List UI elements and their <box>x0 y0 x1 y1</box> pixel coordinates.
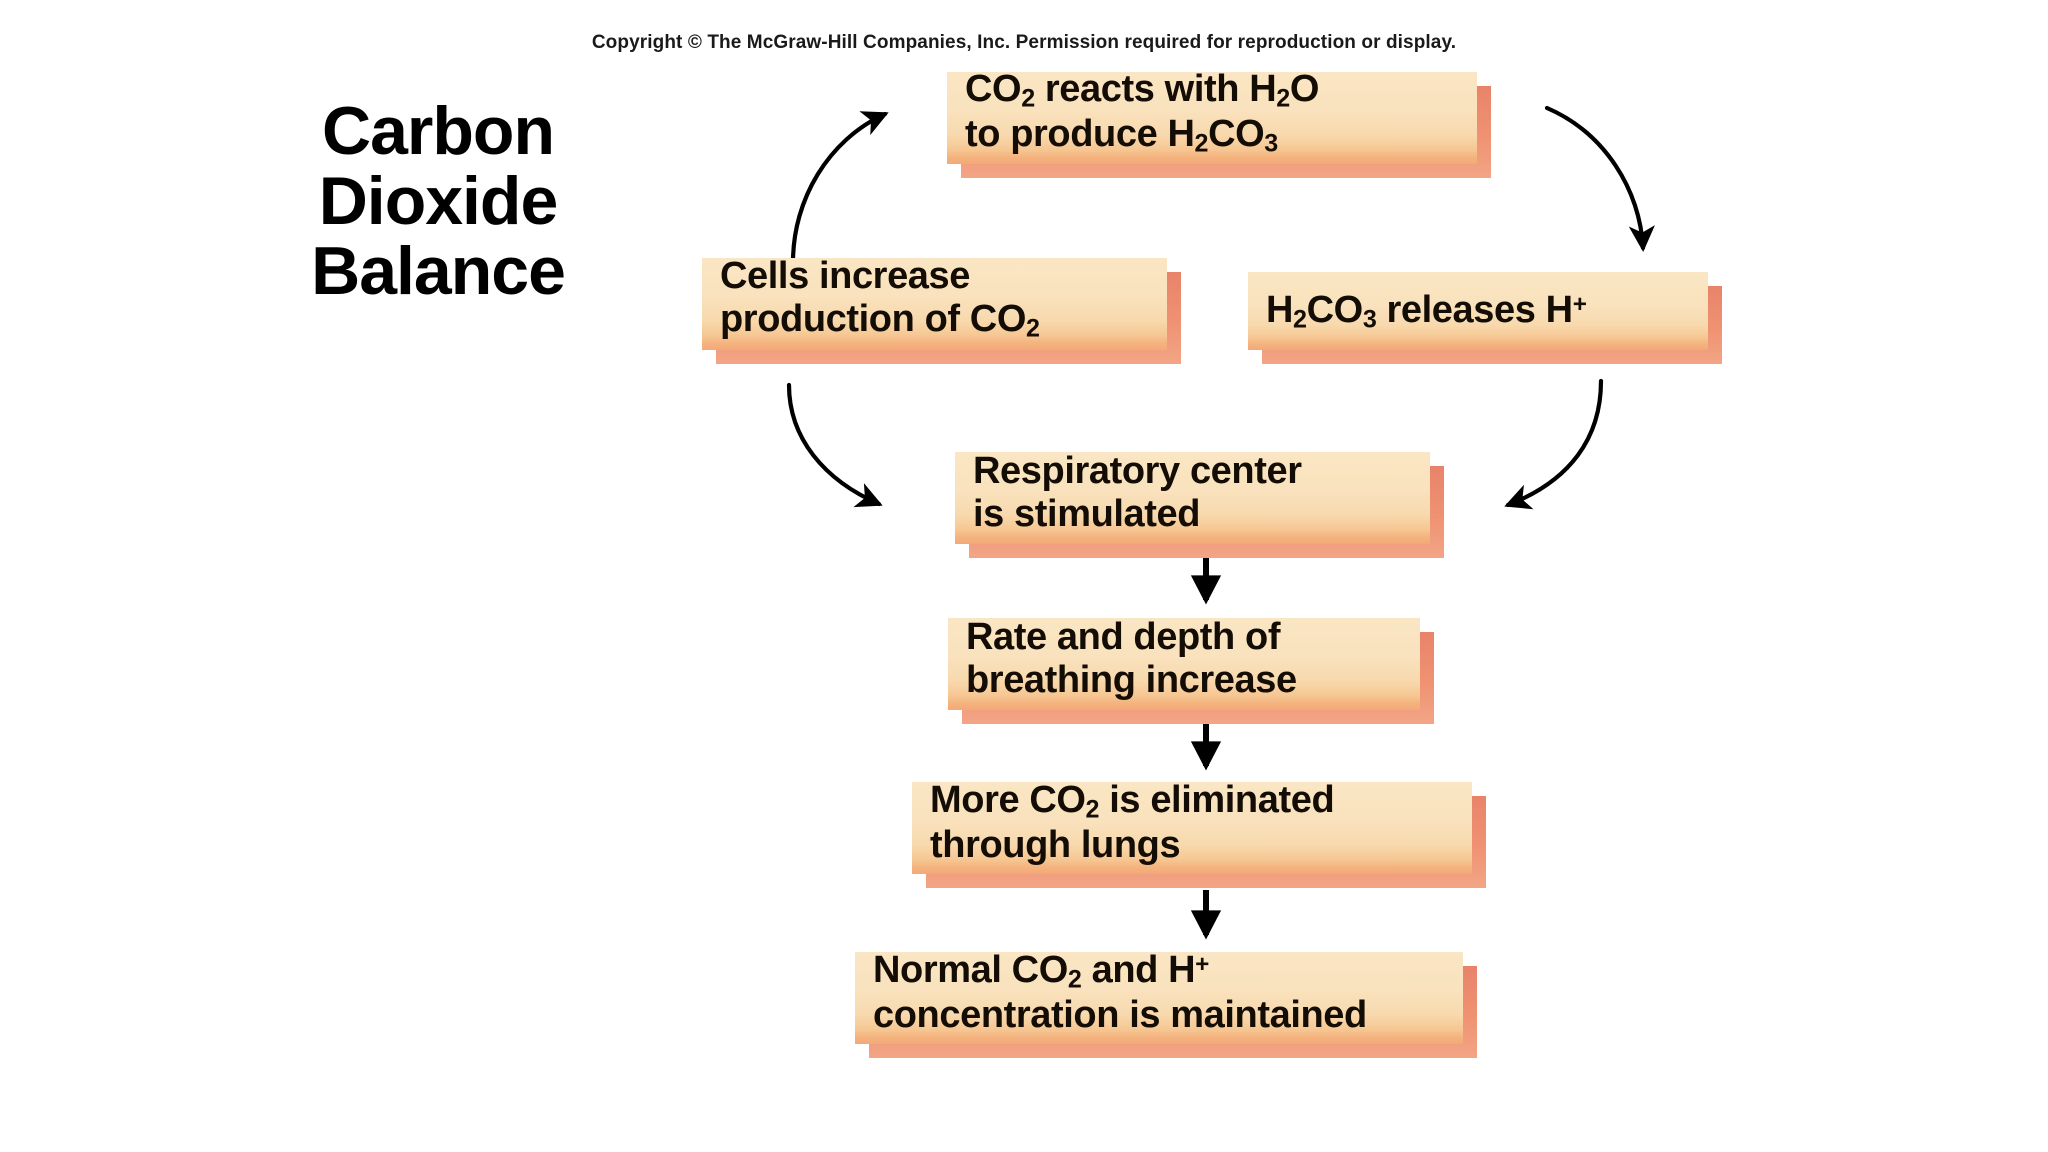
flow-box-label: Normal CO2 and H+ concentration is maint… <box>855 949 1463 1046</box>
box-face: Rate and depth of breathing increase <box>948 616 1420 711</box>
arrow-cells-to-respiratory <box>786 382 883 508</box>
copyright-notice: Copyright © The McGraw-Hill Companies, I… <box>591 32 1457 53</box>
flow-box-line-1: Respiratory center <box>973 450 1302 493</box>
flow-box-h2co3-releases: H2CO3 releases H+ <box>1248 272 1722 364</box>
flow-box-line-1: H2CO3 releases H+ <box>1266 288 1587 334</box>
flow-box-label: H2CO3 releases H+ <box>1248 289 1708 334</box>
page-title: Carbon Dioxide Balance <box>238 96 638 306</box>
page-title-line-1: Carbon <box>322 93 555 169</box>
flow-box-label: Rate and depth of breathing increase <box>948 616 1420 711</box>
flow-box-rate-and-depth: Rate and depth of breathing increase <box>948 616 1434 724</box>
box-face: H2CO3 releases H+ <box>1248 272 1708 350</box>
flow-box-label: More CO2 is eliminated through lungs <box>912 779 1472 876</box>
page-title-line-3: Balance <box>311 233 566 310</box>
box-face: CO2 reacts with H2O to produce H2CO3 <box>947 68 1477 164</box>
flow-box-co2-reacts: CO2 reacts with H2O to produce H2CO3 <box>947 68 1491 178</box>
flow-box-more-co2-eliminated: More CO2 is eliminated through lungs <box>912 779 1486 888</box>
flow-box-line-2: production of CO2 <box>720 297 1040 343</box>
flow-box-line-2: through lungs <box>930 824 1181 867</box>
flow-box-normal-co2: Normal CO2 and H+ concentration is maint… <box>855 949 1477 1058</box>
flow-box-cells-increase: Cells increase production of CO2 <box>702 255 1181 364</box>
arrow-releases-to-respiratory <box>1504 378 1604 510</box>
flow-box-label: Cells increase production of CO2 <box>702 255 1167 352</box>
box-face: Normal CO2 and H+ concentration is maint… <box>855 949 1463 1046</box>
box-face: Respiratory center is stimulated <box>955 450 1430 545</box>
flow-box-line-2: breathing increase <box>966 659 1297 701</box>
flow-box-label: Respiratory center is stimulated <box>955 450 1430 545</box>
flow-box-line-2: is stimulated <box>973 493 1201 535</box>
flow-box-line-1: Rate and depth of <box>966 616 1281 659</box>
flow-box-line-1: Cells increase <box>720 255 971 298</box>
page-title-line-2: Dioxide <box>318 163 559 240</box>
box-face: Cells increase production of CO2 <box>702 255 1167 352</box>
flow-box-label: CO2 reacts with H2O to produce H2CO3 <box>947 68 1477 167</box>
arrow-reacts-to-releases <box>1544 105 1655 253</box>
flow-box-line-2: concentration is maintained <box>873 994 1367 1037</box>
flow-box-line-1: Normal CO2 and H+ <box>873 949 1209 994</box>
flow-box-line-1: CO2 reacts with H2O <box>965 68 1319 113</box>
flow-box-respiratory-center: Respiratory center is stimulated <box>955 450 1444 558</box>
arrow-cells-to-reacts <box>790 111 889 265</box>
flow-box-line-1: More CO2 is eliminated <box>930 779 1335 824</box>
flow-box-line-2: to produce H2CO3 <box>965 113 1278 158</box>
box-face: More CO2 is eliminated through lungs <box>912 779 1472 876</box>
